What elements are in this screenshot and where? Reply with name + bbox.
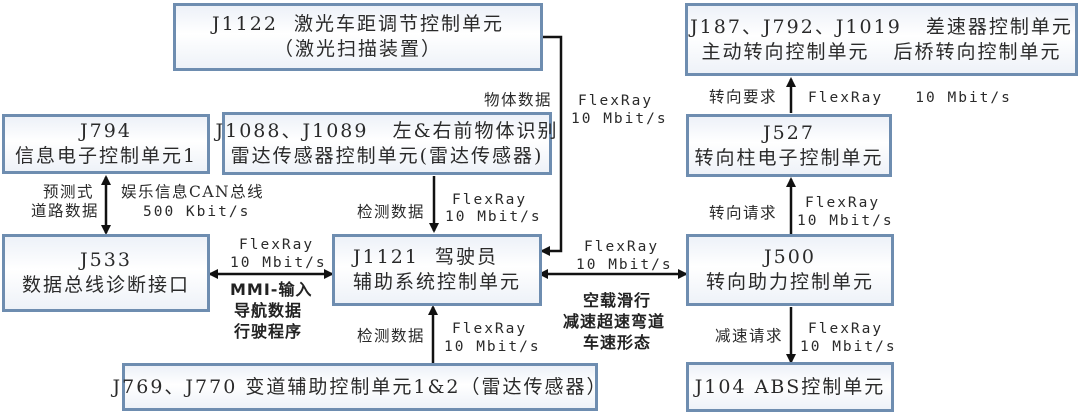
node-j1122-line-1: J1122 激光车距调节控制单元 <box>211 13 505 35</box>
node-j1121-line-1: J1121 驾驶员 <box>353 246 499 268</box>
node-j527-line-1: J527 <box>763 121 815 144</box>
label-j104-rate: 10 Mbit/s <box>800 339 897 355</box>
label-vehicle-speed-mode: 车速形态 <box>583 333 652 352</box>
node-j1122-line-2: （激光扫描装置） <box>273 38 442 60</box>
label-j1088-rate: 10 Mbit/s <box>445 209 542 225</box>
node-j533-line-1: J533 <box>80 249 132 271</box>
node-j1088-radar-sensor-control: J1088、J1089 左&右前物体识别 雷达传感器控制单元(雷达传感器) <box>216 112 557 175</box>
node-j794-info-electronics-control: J794 信息电子控制单元1 <box>2 114 210 174</box>
label-j1122-rate: 10 Mbit/s <box>571 111 668 127</box>
line-j1122-to-j1121 <box>540 35 563 256</box>
label-j533-rate: 10 Mbit/s <box>230 255 327 271</box>
label-j769-rate: 10 Mbit/s <box>444 339 541 355</box>
label-infotainment-can-bus: 娱乐信息CAN总线 <box>121 183 265 201</box>
node-j1088-line-2: 雷达传感器控制单元(雷达传感器) <box>230 144 544 167</box>
label-predictive-road-data-2: 道路数据 <box>31 202 100 220</box>
label-deceleration-request: 减速请求 <box>715 327 784 345</box>
label-coasting: 空载滑行 <box>583 291 652 310</box>
label-detection-data-bottom: 检测数据 <box>357 327 426 345</box>
label-steering-demand: 转向要求 <box>709 88 778 106</box>
label-j1121-j500-bus: FlexRay <box>584 239 660 255</box>
node-j187-differential-steering-control: J187、J792、J1019 差速器控制单元 主动转向控制单元 后桥转向控制单… <box>685 3 1078 76</box>
label-j1121-j500-rate: 10 Mbit/s <box>576 257 673 273</box>
node-j794-line-1: J794 <box>80 120 132 142</box>
label-driving-program: 行驶程序 <box>234 322 303 341</box>
node-j1121-driver-assist-control: J1121 驾驶员 辅助系统控制单元 <box>332 234 542 306</box>
node-j1121-line-2: 辅助系统控制单元 <box>353 271 522 293</box>
label-j104-bus: FlexRay <box>808 321 884 337</box>
node-j500-line-1: J500 <box>764 246 816 268</box>
node-j527-line-2: 转向柱电子控制单元 <box>694 146 884 169</box>
label-j500-up-rate: 10 Mbit/s <box>797 213 894 229</box>
label-j1122-bus: FlexRay <box>578 93 654 109</box>
label-j527-bus-rate: FlexRay 10 Mbit/s <box>808 90 1012 106</box>
node-j1122-laser-distance-control: J1122 激光车距调节控制单元 （激光扫描装置） <box>173 3 543 71</box>
label-j533-bus: FlexRay <box>239 237 315 253</box>
label-j769-bus: FlexRay <box>452 321 528 337</box>
label-j1088-bus: FlexRay <box>452 192 528 208</box>
label-object-data: 物体数据 <box>484 91 553 109</box>
label-detection-data-top: 检测数据 <box>357 203 426 221</box>
node-j1088-line-1: J1088、J1089 左&右前物体识别 <box>215 119 559 142</box>
node-j769-lane-change-assist-control: J769、J770 变道辅助控制单元1&2（雷达传感器） <box>113 363 605 411</box>
node-j500-line-2: 转向助力控制单元 <box>705 271 874 293</box>
label-can-rate: 500 Kbit/s <box>143 204 251 220</box>
label-j500-up-bus: FlexRay <box>805 195 881 211</box>
label-navigation-data: 导航数据 <box>234 301 303 320</box>
label-mmi-input: MMI-输入 <box>230 280 313 299</box>
node-j527-steering-column-control: J527 转向柱电子控制单元 <box>686 114 892 177</box>
label-steering-request: 转向请求 <box>709 204 778 222</box>
label-predictive-road-data-1: 预测式 <box>43 183 95 201</box>
node-j794-line-2: 信息电子控制单元1 <box>14 145 198 167</box>
node-j187-line-1: J187、J792、J1019 差速器控制单元 <box>690 15 1073 38</box>
label-decel-overspeed-curve: 减速超速弯道 <box>563 312 666 331</box>
node-j104-line-1: J104 ABS控制单元 <box>694 375 886 398</box>
node-j104-abs-control: J104 ABS控制单元 <box>686 362 894 412</box>
node-j500-power-steering-control: J500 转向助力控制单元 <box>686 234 894 306</box>
node-j187-line-2: 主动转向控制单元 后桥转向控制单元 <box>701 40 1062 63</box>
node-j533-line-2: 数据总线诊断接口 <box>21 274 190 296</box>
node-j769-line-1: J769、J770 变道辅助控制单元1&2（雷达传感器） <box>112 375 608 398</box>
node-j533-data-bus-diagnostic-interface: J533 数据总线诊断接口 <box>2 234 210 312</box>
